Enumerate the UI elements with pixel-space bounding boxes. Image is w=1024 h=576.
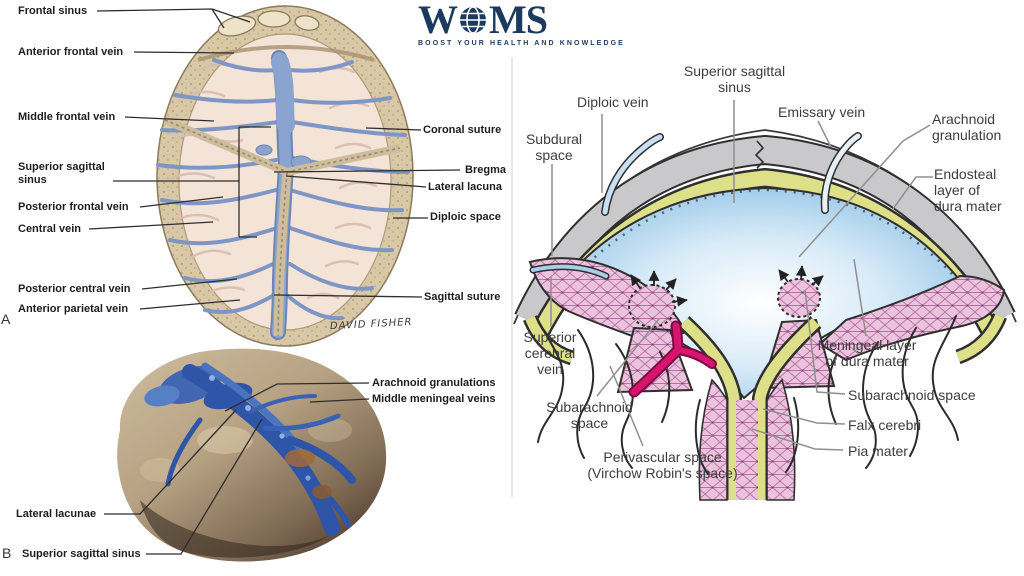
panel-b-letter: B bbox=[2, 545, 12, 561]
woms-logo-wordmark: W MS bbox=[418, 0, 608, 42]
panel-b-leader-lines bbox=[104, 382, 370, 555]
label-superior-sagittal-sinus-a: Superior sagittal sinus bbox=[18, 161, 105, 187]
label-c-perivascular-space: Perivascular space (Virchow Robin's spac… bbox=[587, 449, 738, 482]
label-c-subarachnoid-space-right: Subarachnoid space bbox=[848, 387, 976, 403]
label-c-diploic-vein: Diploic vein bbox=[577, 94, 649, 110]
label-c-superior-cerebral-vein: Superior cerebral vein bbox=[523, 329, 577, 378]
label-bregma: Bregma bbox=[465, 164, 506, 176]
label-posterior-frontal-vein: Posterior frontal vein bbox=[18, 201, 129, 213]
label-lateral-lacunae: Lateral lacunae bbox=[16, 508, 97, 520]
label-c-subdural-space: Subdural space bbox=[525, 131, 583, 164]
label-anterior-parietal-vein: Anterior parietal vein bbox=[18, 303, 129, 315]
panel-a-letter: A bbox=[1, 311, 11, 327]
csf-flow-arrows bbox=[630, 265, 824, 307]
label-c-subarachnoid-space-left: Subarachnoid space bbox=[546, 399, 633, 432]
label-c-arachnoid-granulation: Arachnoid granulation bbox=[932, 111, 1002, 144]
woms-logo: W MS BOOST YOUR HEALTH AND KNOWLEDGE bbox=[418, 0, 625, 47]
label-arachnoid-granulations: Arachnoid granulations bbox=[372, 377, 496, 389]
label-middle-frontal-vein: Middle frontal vein bbox=[18, 111, 116, 123]
panel-c-leader-lines bbox=[550, 100, 933, 451]
label-c-superior-sagittal-sinus: Superior sagittal sinus bbox=[683, 63, 786, 96]
logo-tagline: BOOST YOUR HEALTH AND KNOWLEDGE bbox=[418, 40, 625, 47]
panel-a-illustration bbox=[156, 5, 414, 347]
label-frontal-sinus: Frontal sinus bbox=[18, 5, 88, 17]
label-c-endosteal-layer: Endosteal layer of dura mater bbox=[934, 166, 1002, 215]
label-c-emissary-vein: Emissary vein bbox=[778, 104, 866, 120]
label-c-falx-cerebri: Falx cerebri bbox=[848, 417, 922, 433]
panel-a-leader-lines bbox=[88, 8, 461, 310]
label-diploic-space: Diploic space bbox=[430, 211, 501, 223]
label-posterior-central-vein: Posterior central vein bbox=[18, 283, 131, 295]
label-c-meningeal-layer: Meningeal layer of dura mater bbox=[817, 337, 917, 370]
label-middle-meningeal-veins: Middle meningeal veins bbox=[372, 393, 496, 405]
gyri-outlines bbox=[537, 315, 959, 475]
globe-icon bbox=[460, 6, 486, 34]
panel-b-photo bbox=[117, 348, 387, 562]
label-central-vein: Central vein bbox=[18, 223, 81, 235]
label-lateral-lacuna: Lateral lacuna bbox=[428, 181, 502, 193]
label-coronal-suture: Coronal suture bbox=[423, 124, 502, 136]
label-c-pia-mater: Pia mater bbox=[848, 443, 908, 459]
label-anterior-frontal-vein: Anterior frontal vein bbox=[18, 46, 124, 58]
magenta-vein bbox=[628, 320, 717, 398]
label-superior-sagittal-sinus-b: Superior sagittal sinus bbox=[22, 548, 141, 560]
logo-letters-ms: MS bbox=[489, 0, 548, 42]
logo-letter-w: W bbox=[418, 0, 458, 42]
panel-c-illustration bbox=[511, 57, 1017, 501]
label-sagittal-suture: Sagittal suture bbox=[424, 291, 501, 303]
